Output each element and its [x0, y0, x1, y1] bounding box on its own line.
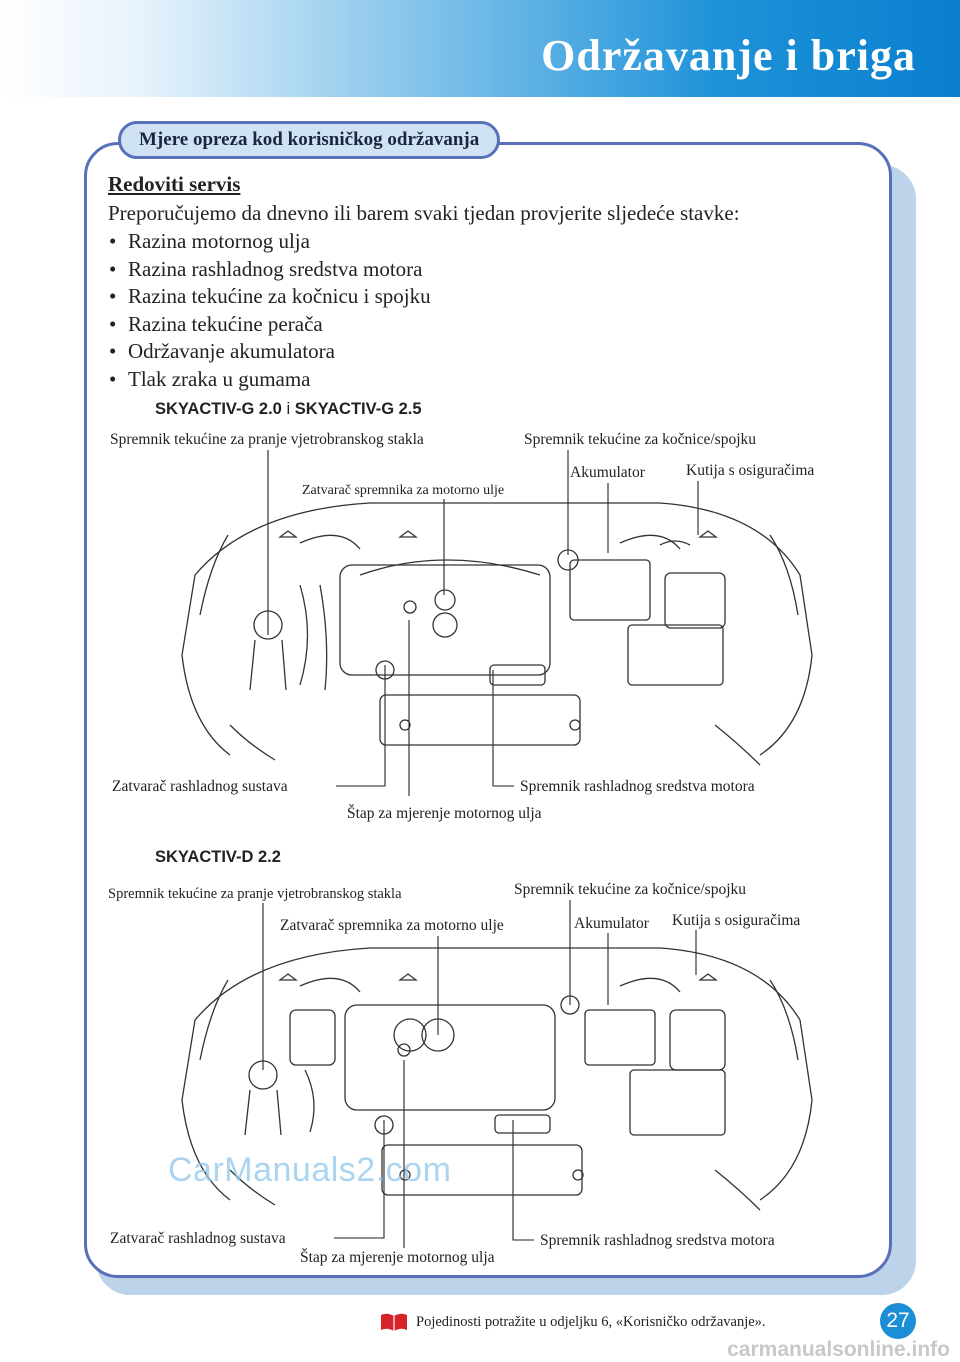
list-item: Razina rashladnog sredstva motora [108, 256, 868, 284]
label-coolant-cap: Zatvarač rashladnog sustava [112, 778, 288, 795]
label-washer-reservoir: Spremnik tekućine za pranje vjetrobransk… [108, 886, 402, 902]
engine-bay-drawing [181, 502, 813, 766]
page-number: 27 [880, 1303, 916, 1339]
label-brake-reservoir: Spremnik tekućine za kočnice/spojku [524, 431, 756, 448]
maintenance-text: Redoviti servis Preporučujemo da dnevno … [108, 172, 868, 393]
engine-bay-drawing [181, 947, 813, 1211]
list-item: Razina motornog ulja [108, 228, 868, 256]
label-brake-reservoir: Spremnik tekućine za kočnice/spojku [514, 881, 746, 898]
page-header: Održavanje i briga [0, 0, 960, 97]
diagram1-title: SKYACTIV-G 2.0 i SKYACTIV-G 2.5 [155, 400, 422, 418]
section-tab: Mjere opreza kod korisničkog održavanja [118, 121, 501, 159]
label-battery: Akumulator [574, 915, 650, 932]
leader-lines [262, 900, 697, 1248]
label-oil-filler-cap: Zatvarač spremnika za motorno ulje [280, 917, 504, 934]
list-item: Razina tekućine perača [108, 311, 868, 339]
label-battery: Akumulator [570, 464, 646, 481]
list-item: Održavanje akumulatora [108, 338, 868, 366]
engine-bay-diagram-2: Spremnik tekućine za pranje vjetrobransk… [108, 881, 813, 1266]
footer-note: Pojedinosti potražite u odjeljku 6, «Kor… [380, 1312, 766, 1332]
label-coolant-cap: Zatvarač rashladnog sustava [110, 1230, 286, 1247]
check-list: Razina motornog ulja Razina rashladnog s… [108, 228, 868, 393]
engine-bay-diagram-1: Spremnik tekućine za pranje vjetrobransk… [110, 431, 814, 822]
label-coolant-reservoir: Spremnik rashladnog sredstva motora [540, 1232, 775, 1249]
list-item: Razina tekućine za kočnicu i spojku [108, 283, 868, 311]
leader-lines [267, 450, 699, 796]
watermark: CarManuals2.com [168, 1151, 452, 1189]
label-oil-filler-cap: Zatvarač spremnika za motorno ulje [302, 483, 504, 498]
list-item: Tlak zraka u gumama [108, 366, 868, 394]
label-fuse-box: Kutija s osiguračima [686, 462, 814, 479]
label-fuse-box: Kutija s osiguračima [672, 912, 800, 929]
chapter-title: Održavanje i briga [541, 31, 916, 80]
diagram2-title: SKYACTIV-D 2.2 [155, 848, 281, 866]
section-heading: Redoviti servis [108, 172, 241, 196]
label-coolant-reservoir: Spremnik rashladnog sredstva motora [520, 778, 755, 795]
label-washer-reservoir: Spremnik tekućine za pranje vjetrobransk… [110, 431, 424, 448]
footer-note-text: Pojedinosti potražite u odjeljku 6, «Kor… [416, 1313, 766, 1330]
intro-text: Preporučujemo da dnevno ili barem svaki … [108, 201, 740, 225]
book-icon [381, 1313, 407, 1331]
source-watermark: carmanualsonline.info [727, 1338, 950, 1361]
label-dipstick: Štap za mjerenje motornog ulja [347, 805, 542, 822]
label-dipstick: Štap za mjerenje motornog ulja [300, 1249, 495, 1266]
